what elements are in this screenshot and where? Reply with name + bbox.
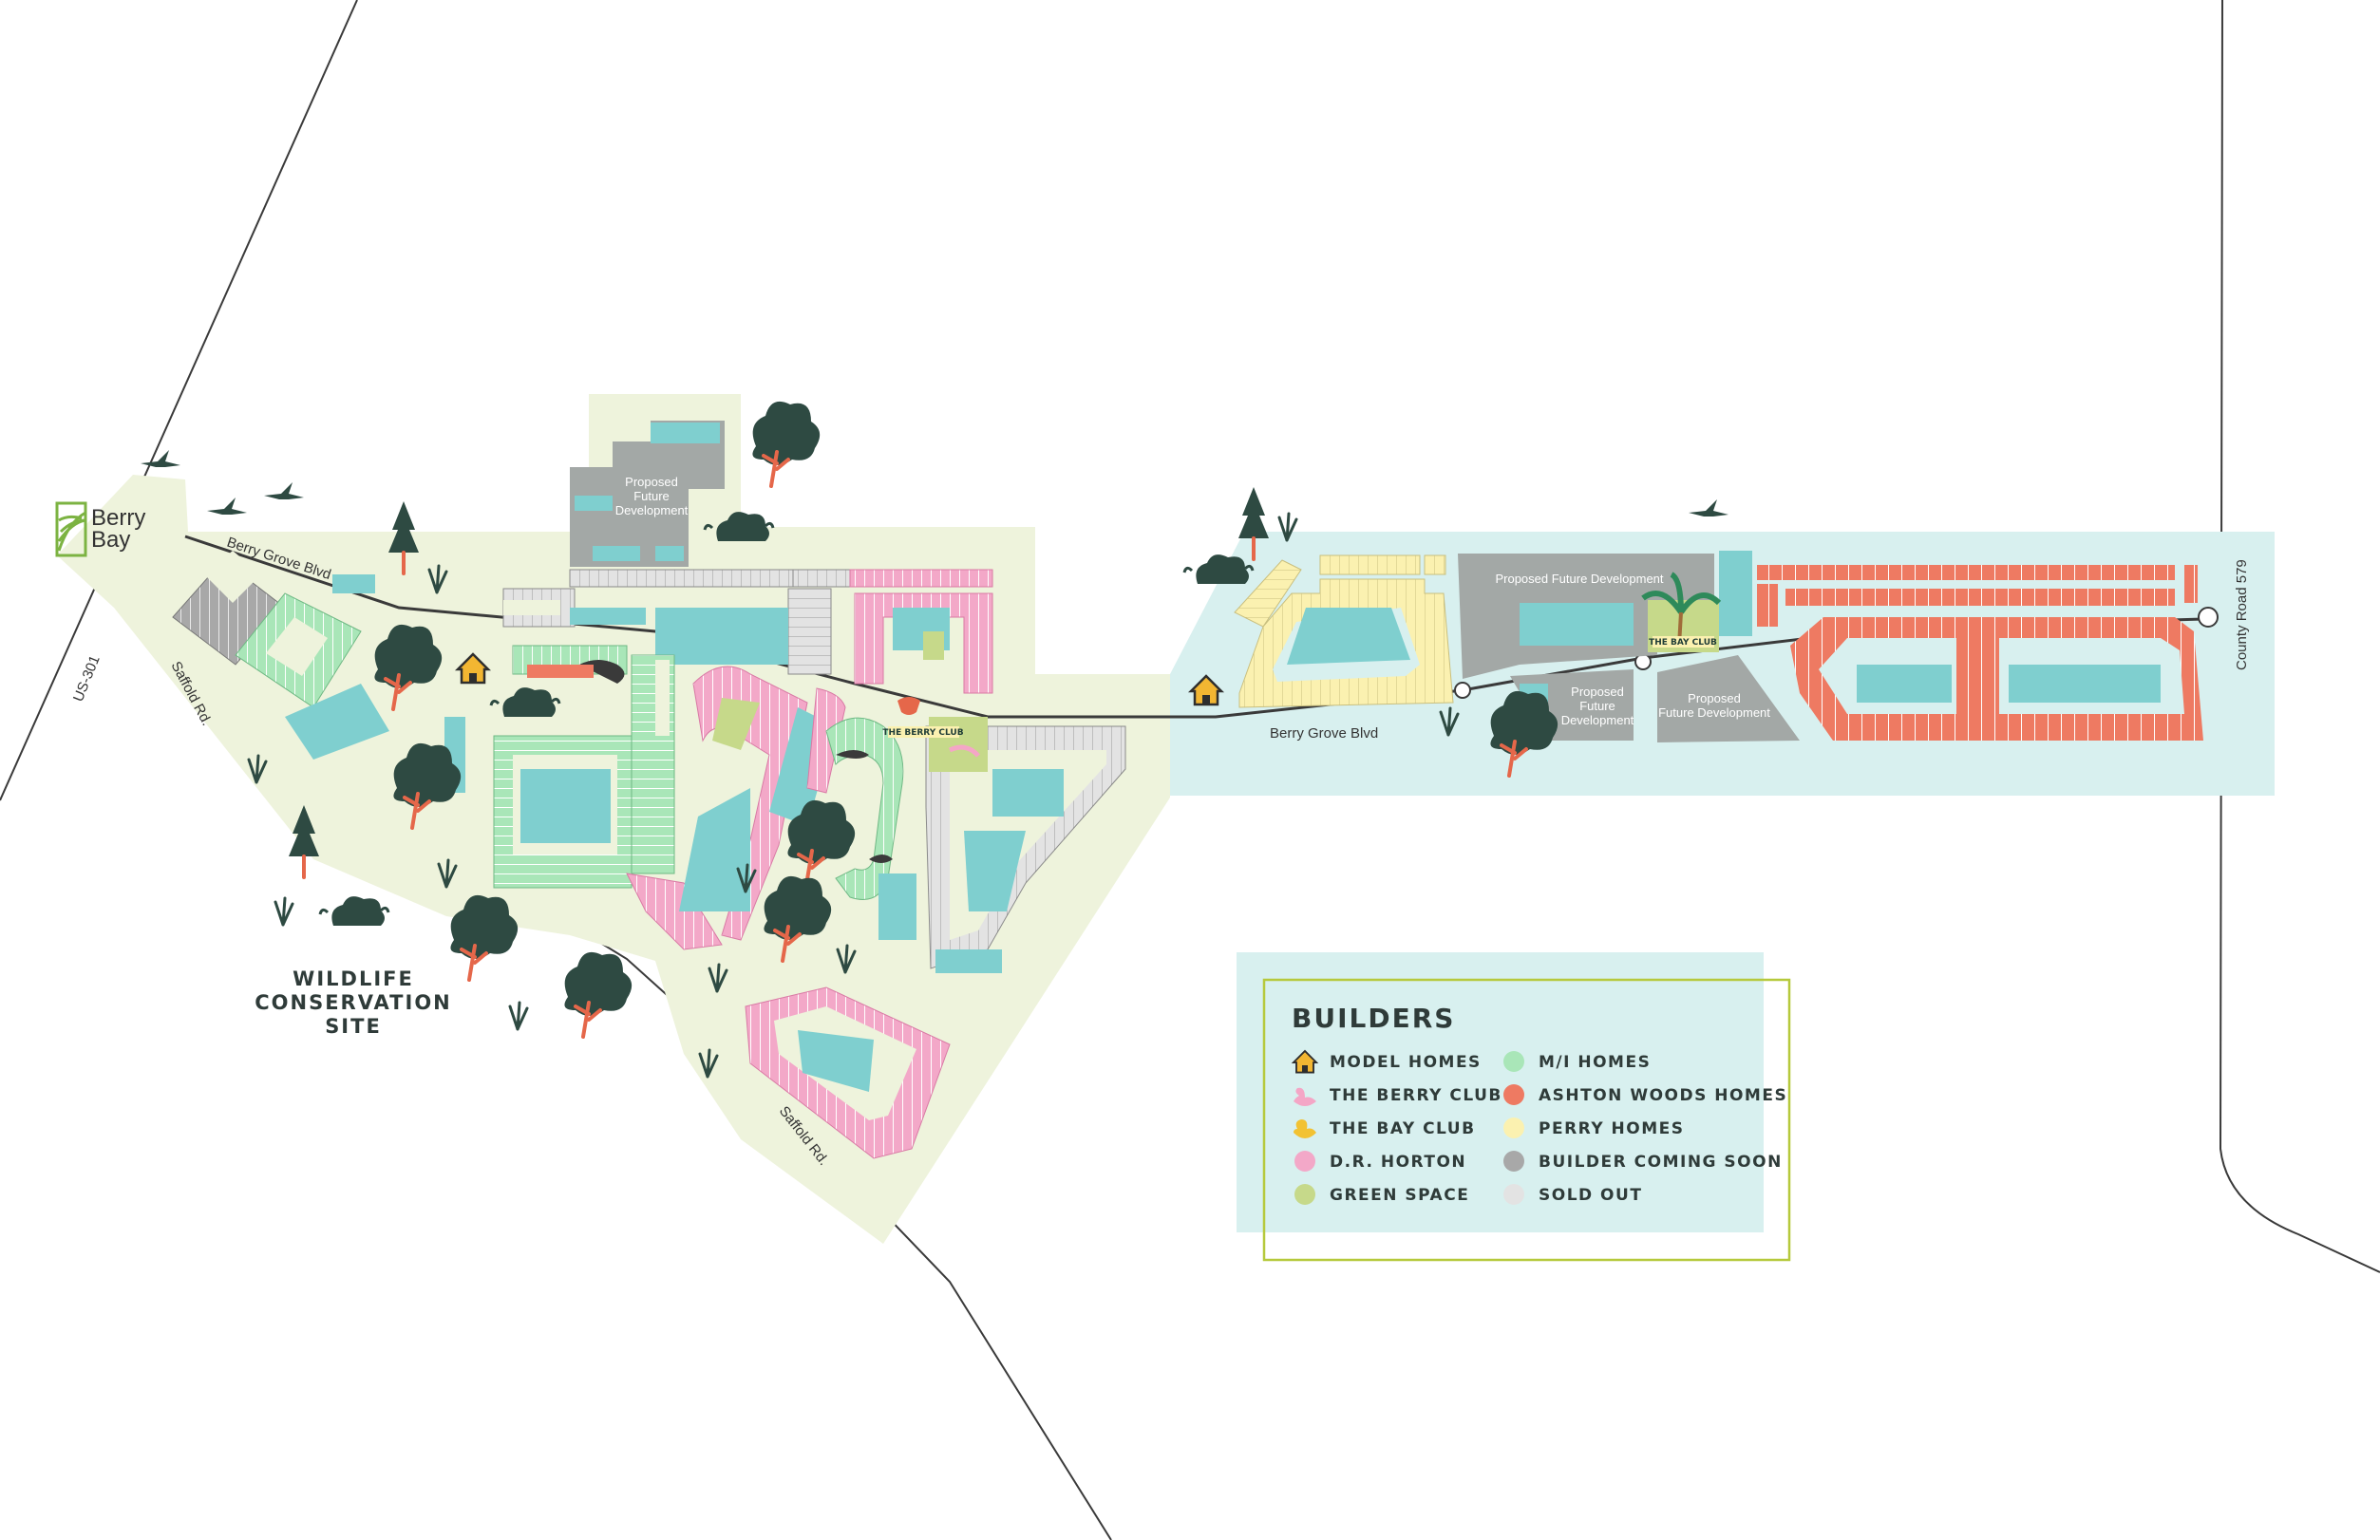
proposed-future-development-east: Proposed Future Development Proposed Fut… (1458, 551, 1800, 742)
svg-text:SITE: SITE (325, 1015, 382, 1038)
legend-item-label: THE BAY CLUB (1330, 1119, 1476, 1138)
bay-club-label: THE BAY CLUB (1649, 638, 1717, 648)
legend-item-label: BUILDER COMING SOON (1539, 1153, 1783, 1172)
future-dev-mid-label-3: Development (1561, 713, 1634, 727)
duck-float-icon (1294, 1119, 1316, 1138)
wildlife-conservation-label: WILDLIFE CONSERVATION SITE (255, 967, 452, 1038)
us-301-road (0, 0, 358, 801)
legend-item-label: PERRY HOMES (1539, 1119, 1685, 1138)
legend-item-label: M/I HOMES (1539, 1053, 1651, 1072)
perry-homes-lots (1234, 554, 1454, 708)
brand-line-1: Berry (91, 505, 145, 531)
ashton-woods-lots (1757, 565, 2203, 741)
berry-grove-east-label: Berry Grove Blvd (1270, 725, 1378, 742)
future-dev-west-label-3: Development (615, 503, 689, 517)
proposed-future-development-west: Proposed Future Development (570, 421, 725, 567)
legend-title: BUILDERS (1292, 1003, 1455, 1034)
future-dev-west-label-2: Future (633, 489, 670, 503)
svg-text:WILDLIFE: WILDLIFE (293, 967, 414, 990)
legend-item-label: MODEL HOMES (1330, 1053, 1482, 1072)
legend-swatch-icon (1503, 1117, 1524, 1138)
future-dev-right-label-1: Proposed (1688, 691, 1741, 705)
county-road-579 (2219, 0, 2380, 1273)
future-dev-mid-label-1: Proposed (1571, 685, 1624, 699)
legend-item-label: SOLD OUT (1539, 1186, 1642, 1205)
legend-item-label: D.R. HORTON (1330, 1153, 1466, 1172)
berry-bay-logo: Berry Bay (55, 501, 145, 557)
legend-swatch-icon (1294, 1184, 1315, 1205)
legend-swatch-icon (1503, 1151, 1524, 1172)
future-dev-mid-label-2: Future (1579, 699, 1615, 713)
builders-legend: BUILDERS MODEL HOMES THE BERRY CLUB THE BA… (1237, 952, 1791, 1262)
svg-text:CONSERVATION: CONSERVATION (255, 991, 452, 1014)
mi-homes-lots-west (444, 645, 675, 889)
legend-swatch-icon (1503, 1051, 1524, 1072)
the-bay-club: THE BAY CLUB (1641, 572, 1722, 652)
legend-item-label: ASHTON WOODS HOMES (1539, 1086, 1787, 1105)
mi-homes-lots-center (825, 717, 916, 940)
sold-out-lots-north (502, 569, 851, 675)
future-dev-right-label-2: Future Development (1658, 705, 1770, 720)
berry-club-label: THE BERRY CLUB (882, 728, 963, 738)
sold-out-lots-southeast (925, 725, 1126, 973)
legend-item-label: THE BERRY CLUB (1330, 1086, 1502, 1105)
future-dev-top-label: Proposed Future Development (1495, 572, 1663, 586)
dr-horton-lots-north (849, 569, 993, 694)
legend-swatch-icon (1503, 1084, 1524, 1105)
brand-line-2: Bay (91, 527, 130, 553)
legend-item-label: GREEN SPACE (1330, 1186, 1469, 1205)
flamingo-float-icon (1294, 1087, 1316, 1106)
legend-swatch-icon (1294, 1151, 1315, 1172)
us-301-label: US-301 (70, 653, 104, 704)
the-berry-club: THE BERRY CLUB (882, 697, 988, 772)
county-road-label: County Road 579 (2234, 559, 2250, 670)
legend-swatch-icon (1503, 1184, 1524, 1205)
mi-homes-lots-northwest (235, 574, 389, 760)
dr-horton-lots-center (626, 666, 846, 950)
future-dev-west-label-1: Proposed (625, 475, 678, 489)
dr-horton-lots-south (745, 986, 951, 1159)
